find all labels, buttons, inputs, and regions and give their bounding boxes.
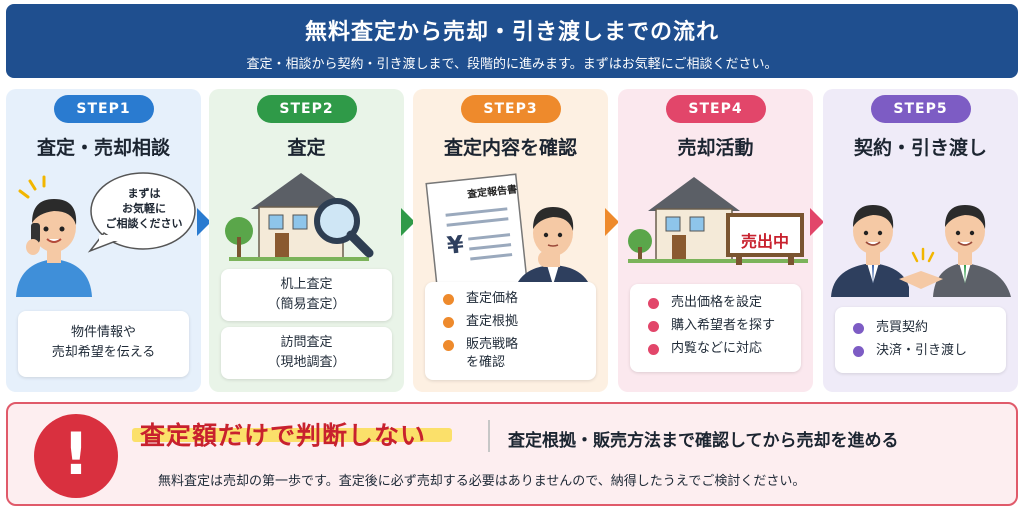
step4-title: 売却活動 <box>677 137 754 159</box>
yen-icon: ¥ <box>445 230 466 260</box>
item-label: 査定価格 <box>466 291 519 306</box>
bullet-icon <box>443 294 454 305</box>
step5-badge: STEP5 <box>870 95 971 123</box>
divider <box>488 420 490 452</box>
highlight-marker <box>132 428 452 442</box>
notice-title: 査定額だけで判断しない <box>140 421 427 450</box>
item-label: 内覧などに対応 <box>671 341 763 356</box>
item-label: 販売戦略 <box>466 337 519 352</box>
house-magnifier-illustration <box>225 173 374 261</box>
ringing-icon <box>18 175 46 199</box>
header-banner: 無料査定から売却・引き渡しまでの流れ 査定・相談から契約・引き渡しまで、段階的に… <box>6 4 1018 78</box>
list-item: 購入希望者を探す <box>648 317 801 335</box>
list-item: 決済・引き渡し <box>853 342 1006 360</box>
step3-title: 査定内容を確認 <box>443 137 577 159</box>
notice-panel: ! 査定額だけで判断しない 査定根拠・販売方法まで確認してから売却を進める 無料… <box>6 402 1018 506</box>
item-label: を確認 <box>466 355 506 370</box>
step3-card: STEP3 査定内容を確認 査定報告書 ¥ 査定価格 査定根拠 販売戦略 を確認 <box>413 89 608 392</box>
step4-card: STEP4 売却活動 売出中 売出価格を設定 購入希望者を探す 内覧などに対応 <box>618 89 813 392</box>
bullet-icon <box>853 323 864 334</box>
speech-bubble: まずは お気軽に ご相談ください <box>91 186 197 231</box>
site-valuation-box: 訪問査定 （現地調査） <box>221 327 392 379</box>
step2-badge: STEP2 <box>256 95 357 123</box>
box-line: （簡易査定） <box>267 297 346 312</box>
list-item: 売買契約 <box>853 319 1006 337</box>
arrow-right-icon <box>605 208 619 236</box>
bubble-line: お気軽に <box>122 202 166 215</box>
step3-checklist: 査定価格 査定根拠 販売戦略 を確認 <box>425 282 596 380</box>
step2-card: STEP2 査定 机上査定 （簡易査定） 訪問査定 （現地調査） <box>209 89 404 392</box>
handshake-illustration <box>831 205 1011 297</box>
page-subtitle: 査定・相談から契約・引き渡しまで、段階的に進みます。まずはお気軽にご相談ください… <box>246 57 778 72</box>
step3-badge: STEP3 <box>460 95 561 123</box>
exclamation-icon: ! <box>34 414 118 498</box>
person-on-phone-illustration <box>16 172 196 297</box>
notice-note: 無料査定は売却の第一歩です。査定後に必ず売却する必要はありませんので、納得したう… <box>158 474 806 489</box>
bullet-icon <box>648 298 659 309</box>
arrow-right-icon <box>810 208 824 236</box>
box-line: 机上査定 <box>280 277 333 292</box>
step1-card: STEP1 査定・売却相談 まずは お気軽に ご相談ください 物件情報や 売却希… <box>6 89 201 392</box>
step5-card: STEP5 契約・引き渡し 売買契約 決済・引き渡し <box>823 89 1018 392</box>
desk-valuation-box: 机上査定 （簡易査定） <box>221 269 392 321</box>
arrow-right-icon <box>401 208 415 236</box>
bullet-icon <box>648 344 659 355</box>
bubble-line: ご相談ください <box>105 217 183 230</box>
step2-title: 査定 <box>287 137 326 159</box>
arrow-right-icon <box>197 208 211 236</box>
box-line: 訪問査定 <box>280 335 333 350</box>
step4-checklist: 売出価格を設定 購入希望者を探す 内覧などに対応 <box>630 284 801 372</box>
step1-badge: STEP1 <box>53 95 154 123</box>
step5-title: 契約・引き渡し <box>853 137 987 159</box>
list-item: 内覧などに対応 <box>648 340 801 358</box>
list-item: 売出価格を設定 <box>648 294 801 312</box>
bullet-icon <box>443 317 454 328</box>
item-label: 決済・引き渡し <box>876 343 968 358</box>
exclamation-mark: ! <box>62 420 90 488</box>
notice-headline: 査定根拠・販売方法まで確認してから売却を進める <box>508 431 899 451</box>
for-sale-sign: 売出中 <box>740 232 789 251</box>
box-line: 売却希望を伝える <box>51 345 156 360</box>
step4-badge: STEP4 <box>665 95 766 123</box>
step5-checklist: 売買契約 決済・引き渡し <box>835 307 1006 373</box>
sparkle-icon <box>911 247 935 263</box>
page-title: 無料査定から売却・引き渡しまでの流れ <box>304 20 719 45</box>
house-for-sale-illustration <box>628 177 808 265</box>
item-label: 売買契約 <box>876 320 929 335</box>
step1-title: 査定・売却相談 <box>36 137 170 159</box>
item-label: 売出価格を設定 <box>671 295 763 310</box>
item-label: 査定根拠 <box>466 314 519 329</box>
box-line: 物件情報や <box>70 325 136 340</box>
bubble-line: まずは <box>127 187 161 200</box>
list-item: 販売戦略 <box>443 336 596 354</box>
list-item: 査定根拠 <box>443 313 596 331</box>
bullet-icon <box>853 346 864 357</box>
step1-action-box: 物件情報や 売却希望を伝える <box>18 311 189 377</box>
list-item-continuation: を確認 <box>443 354 596 372</box>
bullet-icon <box>443 340 454 351</box>
bullet-icon <box>648 321 659 332</box>
item-label: 購入希望者を探す <box>671 318 776 333</box>
list-item: 査定価格 <box>443 290 596 308</box>
box-line: （現地調査） <box>267 355 346 370</box>
